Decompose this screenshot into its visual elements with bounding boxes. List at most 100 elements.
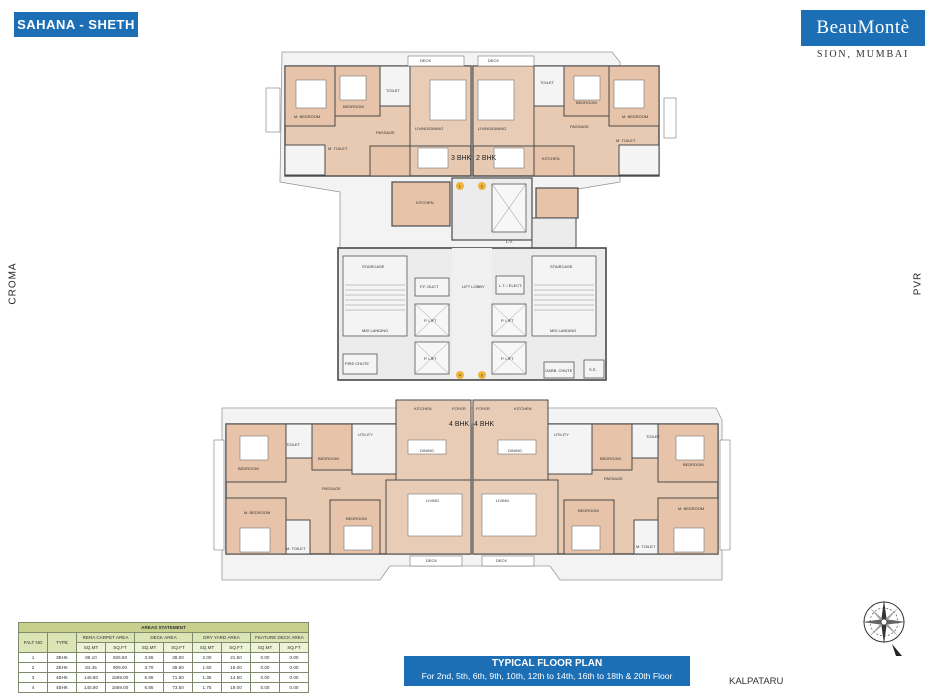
- plan-subtitle: For 2nd, 5th, 6th, 9th, 10th, 12th to 14…: [421, 671, 673, 681]
- cell: 16.00: [221, 662, 251, 673]
- room-toilet-1: TOILET: [386, 88, 400, 93]
- areas-caption: AREAS STATEMENT: [18, 622, 309, 633]
- plan-title-banner: TYPICAL FLOOR PLAN For 2nd, 5th, 6th, 9t…: [404, 656, 690, 686]
- room-m-toilet-2: M. TOILET: [616, 138, 636, 143]
- room-kitchen-2: KITCHEN: [542, 156, 560, 161]
- room-utility-2: UTILITY: [554, 432, 569, 437]
- staircase-left-label: STAIRCASE: [362, 264, 385, 269]
- cell: 39.50: [163, 662, 193, 673]
- col-dry-yard: DRY YARD AREA: [192, 632, 251, 643]
- cell: 145.80: [76, 672, 106, 683]
- room-passage-3: PASSAGE: [322, 486, 341, 491]
- room-bedroom-6: BEDROOM: [683, 462, 704, 467]
- room-living-2: LIVING: [496, 498, 509, 503]
- cell: 0.00: [279, 652, 309, 663]
- unit-sqmt: SQ.MT: [250, 642, 280, 653]
- col-flat-no: FALT NO: [18, 632, 48, 653]
- room-deck-4: DECK: [496, 558, 507, 563]
- lift-3-label: P. LIFT: [501, 318, 514, 323]
- cell: 14.50: [221, 672, 251, 683]
- marker-3: 3: [481, 373, 484, 378]
- col-rera: RERA CARPET AREA: [76, 632, 135, 643]
- room-living-1: LIVING: [426, 498, 439, 503]
- cell: 21.50: [221, 652, 251, 663]
- cell: 3.55: [134, 652, 164, 663]
- cell: 84.45: [76, 662, 106, 673]
- unit-sqft: SQ.FT: [163, 642, 193, 653]
- brand-location: SION, MUMBAI: [816, 49, 910, 60]
- room-living-dining-1: LIVING/DINING: [415, 126, 443, 131]
- lift-2-label: P. LIFT: [424, 356, 437, 361]
- room-deck-3: DECK: [426, 558, 437, 563]
- flat-top-left: [265, 55, 472, 227]
- room-bedroom-2: BEDROOM: [576, 100, 597, 105]
- room-m-bedroom-2: M. BEDROOM: [622, 114, 648, 119]
- cell: 3.70: [134, 662, 164, 673]
- cell: 38.00: [163, 652, 193, 663]
- room-foyer-2: FOYER: [476, 406, 490, 411]
- mid-landing-right-label: MID LANDING: [550, 328, 576, 333]
- project-tag: SAHANA - SHETH: [14, 12, 138, 37]
- cell: 4: [18, 682, 48, 693]
- cell: 2.00: [192, 652, 222, 663]
- cell: 1.75: [192, 682, 222, 693]
- room-deck-1: DECK: [420, 58, 431, 63]
- room-living-dining-2: LIVING/DINING: [478, 126, 506, 131]
- lift-4-label: P. LIFT: [501, 356, 514, 361]
- brand-logo: BeauMontè: [801, 10, 925, 46]
- ff-duct-label: F.F. DUCT: [420, 284, 439, 289]
- cell: 0.00: [279, 662, 309, 673]
- compass-rose-icon: [862, 600, 906, 656]
- room-toilet-3: TOILET: [286, 442, 300, 447]
- cell: 3: [18, 672, 48, 683]
- cell: 1.50: [192, 662, 222, 673]
- flat-top-right: [472, 55, 677, 219]
- room-bedroom-4: BEDROOM: [318, 456, 339, 461]
- cell: 0.00: [250, 682, 280, 693]
- room-toilet-4: TOILET: [646, 434, 660, 439]
- unit-markers: 1 2 3 4: [456, 182, 486, 379]
- unit-sqft: SQ.FT: [105, 642, 135, 653]
- unit-sqft: SQ.FT: [279, 642, 309, 653]
- lv-label: L.V.: [506, 239, 513, 244]
- room-foyer-1: FOYER: [452, 406, 466, 411]
- unit-sqmt: SQ.MT: [192, 642, 222, 653]
- room-m-bedroom-4: M. BEDROOM: [678, 506, 704, 511]
- col-deck: DECK AREA: [134, 632, 193, 643]
- cell: 145.80: [76, 682, 106, 693]
- service-core: [337, 177, 607, 381]
- cell: 73.50: [163, 682, 193, 693]
- cell: 0.00: [279, 682, 309, 693]
- cell: 1.35: [192, 672, 222, 683]
- mid-landing-left-label: MID LANDING: [362, 328, 388, 333]
- room-kitchen-1: KITCHEN: [416, 200, 434, 205]
- cell: 4BHK: [47, 672, 77, 683]
- room-bedroom-7: BEDROOM: [600, 456, 621, 461]
- room-kitchen-4: KITCHEN: [514, 406, 532, 411]
- room-bedroom-8: BEDROOM: [578, 508, 599, 513]
- cell: 1569.00: [105, 672, 135, 683]
- room-toilet-2: TOILET: [540, 80, 554, 85]
- room-dining-1: DINING: [420, 448, 434, 453]
- flat-type-bottom-right: 4 BHK: [474, 421, 495, 428]
- room-passage-1: PASSAGE: [376, 130, 395, 135]
- cell: 909.00: [105, 662, 135, 673]
- lift-lobby-label: LIFT LOBBY: [462, 284, 485, 289]
- unit-sqmt: SQ.MT: [76, 642, 106, 653]
- room-m-toilet-3: M. TOILET: [286, 546, 306, 551]
- room-bedroom-3: BEDROOM: [238, 466, 259, 471]
- fire-chute-label: FIRE CHUTE: [345, 361, 369, 366]
- col-type: TYPE: [47, 632, 77, 653]
- cell: 0.00: [250, 662, 280, 673]
- cell: 4BHK: [47, 682, 77, 693]
- room-m-toilet-4: M. TOILET: [636, 544, 656, 549]
- room-utility-1: UTILITY: [358, 432, 373, 437]
- room-kitchen-3: KITCHEN: [414, 406, 432, 411]
- cell: 2BHK: [47, 662, 77, 673]
- ss-label: S.S.: [589, 367, 597, 372]
